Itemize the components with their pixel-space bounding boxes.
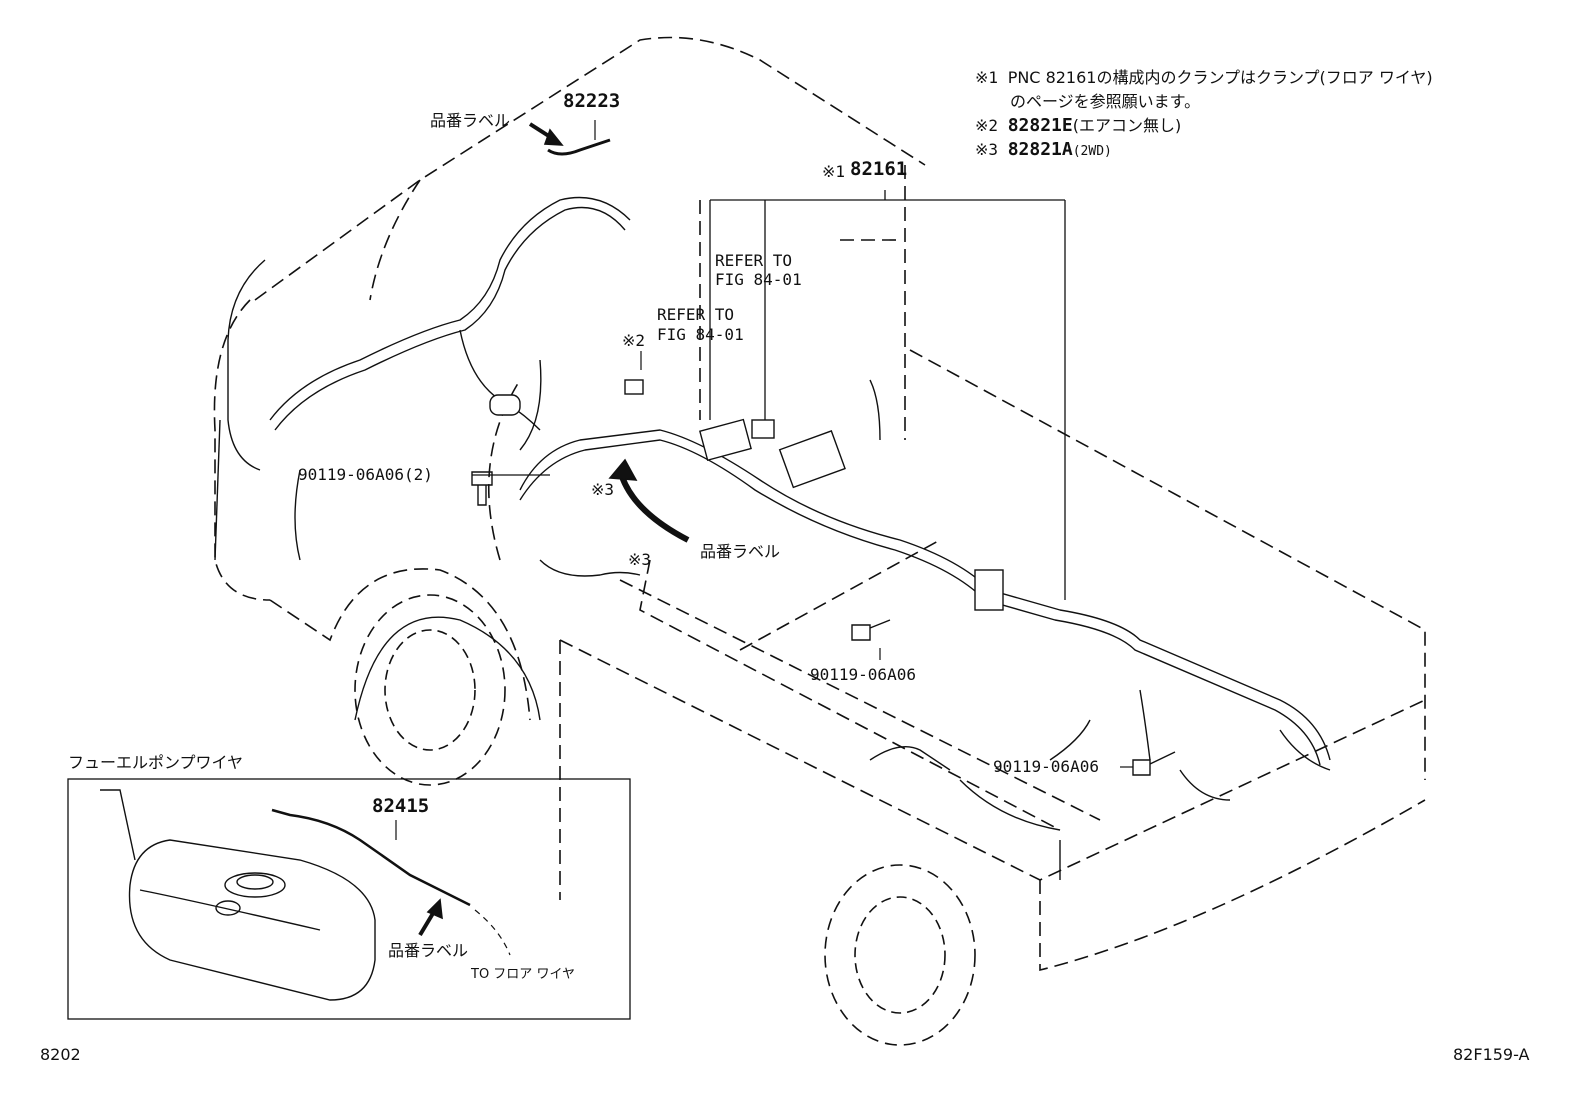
part-label-top: 品番ラベル (430, 111, 511, 130)
rear-wheel (824, 864, 976, 1046)
label-arrow-inset (418, 898, 443, 937)
callout-82223[interactable]: 82223 (563, 90, 621, 112)
inset-frame (67, 778, 631, 1020)
connectors (489, 379, 1004, 611)
note-1-mark: ※1 (975, 68, 999, 87)
callout-82161-mark: ※1 (822, 162, 846, 181)
callout-82415[interactable]: 82415 (372, 795, 430, 817)
note-1-text: PNC 82161の構成内のクランプはクランプ(フロア ワイヤ) (1007, 68, 1433, 87)
footer-left: 8202 (40, 1045, 81, 1064)
front-wheel (354, 594, 506, 786)
refer-to-fig-1-line2[interactable]: FIG 84-01 (715, 270, 802, 289)
wire-82223 (547, 138, 611, 156)
note-3-text: (2WD) (1072, 144, 1112, 159)
inset-title: フューエルポンプワイヤ (68, 753, 244, 772)
part-label-mid: 品番ラベル (700, 542, 781, 561)
bracket-82161 (709, 190, 1066, 600)
main-harness (519, 429, 1331, 766)
leader-lines (472, 351, 1133, 768)
fuel-tank (100, 789, 376, 1001)
callout-bolt-right[interactable]: 90119-06A06 (993, 757, 1099, 776)
note-3-mark: ※3 (975, 140, 999, 159)
label-arrow-top (528, 122, 564, 146)
bed-outline (559, 165, 1426, 972)
cab-solid (214, 259, 541, 721)
footer-right: 82F159-A (1453, 1045, 1530, 1064)
note-3: ※3 82821A(2WD) (975, 138, 1433, 164)
notes-block: ※1 PNC 82161の構成内のクランプはクランプ(フロア ワイヤ) のページ… (975, 66, 1433, 164)
callout-bolt-center[interactable]: 90119-06A06 (810, 665, 916, 684)
part-label-inset: 品番ラベル (388, 941, 469, 960)
callout-82161[interactable]: 82161 (850, 158, 908, 180)
to-floor-wire: TO フロア ワイヤ (471, 967, 576, 982)
note-1: ※1 PNC 82161の構成内のクランプはクランプ(フロア ワイヤ) (975, 66, 1433, 90)
refer-to-fig-2-line1[interactable]: REFER TO (657, 305, 735, 324)
wire-82415 (271, 808, 471, 907)
mark-3-upper: ※3 (591, 480, 615, 499)
callout-bolt-left[interactable]: 90119-06A06(2) (298, 465, 433, 484)
label-arrow-mid (608, 458, 690, 543)
note-2-part[interactable]: 82821E (1007, 115, 1073, 136)
refer-to-fig-1-line1[interactable]: REFER TO (715, 251, 793, 270)
bolts (471, 471, 1176, 776)
note-2-text: (エアコン無し) (1072, 116, 1182, 135)
rear-branches (869, 379, 1331, 880)
mark-3-lower: ※3 (628, 550, 652, 569)
mark-2: ※2 (622, 331, 646, 350)
note-3-part[interactable]: 82821A (1007, 139, 1073, 160)
cab-outline (213, 36, 926, 900)
refer-to-fig-2-line2[interactable]: FIG 84-01 (657, 325, 744, 344)
note-2-mark: ※2 (975, 116, 999, 135)
front-harness (269, 196, 641, 577)
note-2: ※2 82821E(エアコン無し) (975, 114, 1433, 138)
note-1-cont: のページを参照願います。 (1010, 92, 1201, 111)
